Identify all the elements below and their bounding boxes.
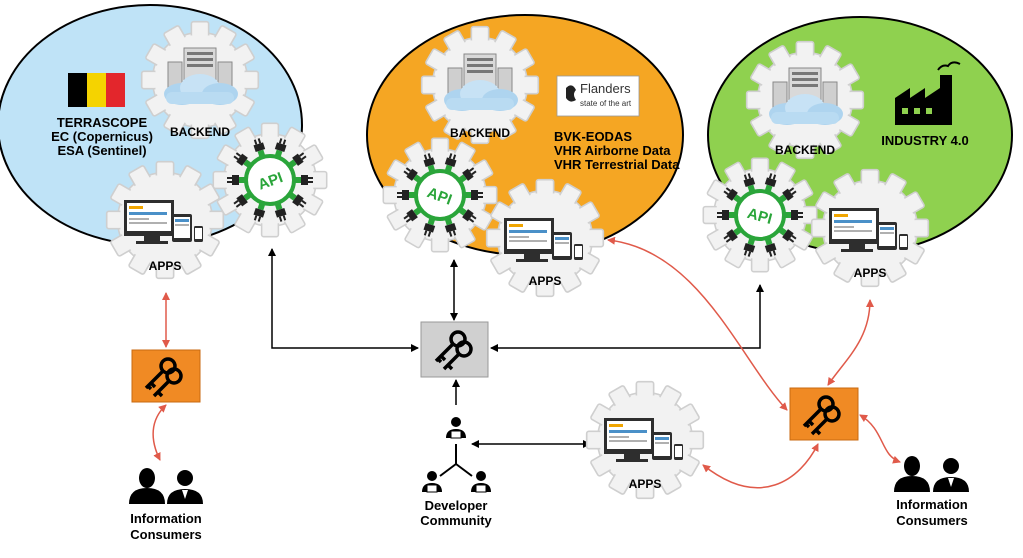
flanders-logo-subtitle: state of the art <box>580 99 632 108</box>
industry-api-label: API <box>745 205 774 228</box>
bvk-api-gear: API <box>382 137 498 253</box>
flanders-logo-title: Flanders <box>580 81 631 96</box>
industry-apps-gear: APPS <box>810 168 930 288</box>
factory-icon <box>895 61 961 125</box>
bvk-apps-label: APPS <box>529 274 562 288</box>
belgium-flag-icon <box>68 73 125 107</box>
central-key-hub <box>420 321 489 378</box>
industry-title: INDUSTRY 4.0 <box>881 133 968 148</box>
right-key-access <box>789 387 859 441</box>
left-consumers-icon <box>129 468 203 504</box>
consumer-access-arrows <box>152 236 901 489</box>
flanders-logo: Flanders state of the art <box>556 75 640 117</box>
bvk-backend-label: BACKEND <box>450 126 510 140</box>
developer-community-icon <box>421 416 492 493</box>
terrascope-backend-label: BACKEND <box>170 125 230 139</box>
terrascope-title: TERRASCOPE <box>57 115 148 130</box>
bvk-line3: VHR Terrestrial Data <box>554 157 680 172</box>
industry-apps-label: APPS <box>854 266 887 280</box>
terrascope-api-gear: API <box>212 122 328 238</box>
terrascope-apps-label: APPS <box>149 259 182 273</box>
right-consumers-icon <box>894 456 969 492</box>
community-apps-label: APPS <box>629 477 662 491</box>
right-consumers-line2: Consumers <box>896 513 968 528</box>
terrascope-line2: EC (Copernicus) <box>51 129 153 144</box>
industry-backend-label: BACKEND <box>775 143 835 157</box>
developer-label-line1: Developer <box>425 498 488 513</box>
left-key-access <box>131 349 201 403</box>
industry-api-gear: API <box>702 157 818 273</box>
left-consumers-line1: Information <box>130 511 202 526</box>
terrascope-backend-gear: BACKEND <box>140 20 260 140</box>
industry-backend-gear: BACKEND <box>745 40 865 160</box>
terrascope-apps-gear: APPS <box>105 160 225 280</box>
developer-label-line2: Community <box>420 513 492 528</box>
community-apps-gear: APPS <box>585 380 705 500</box>
bvk-line2: VHR Airborne Data <box>554 143 671 158</box>
bvk-backend-gear: BACKEND <box>420 25 540 145</box>
left-consumers-line2: Consumers <box>130 527 202 542</box>
terrascope-line3: ESA (Sentinel) <box>57 143 146 158</box>
bvk-title: BVK-EODAS <box>554 129 632 144</box>
right-consumers-line1: Information <box>896 497 968 512</box>
